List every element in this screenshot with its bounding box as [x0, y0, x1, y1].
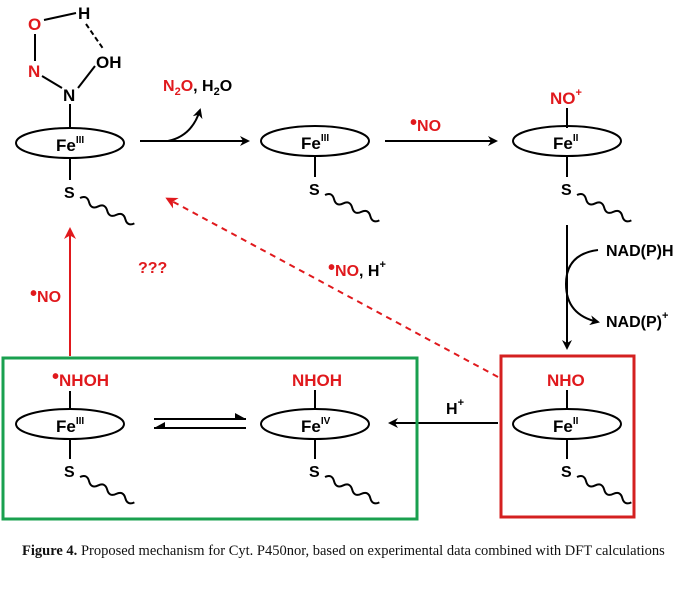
- fe-label: FeIV: [301, 416, 331, 436]
- bond-n-oh: [77, 65, 96, 89]
- cysteine-wavy-line: [324, 193, 380, 223]
- highlight-box-green: [1, 356, 419, 521]
- equilibrium-arrows: [154, 413, 246, 429]
- species-top-right: NO+ FeII S: [512, 87, 632, 223]
- no-plus-ligand: NO+: [550, 87, 582, 108]
- dashed-arrow-red: [165, 197, 499, 378]
- nadp-label: NAD(P)+: [606, 310, 668, 331]
- species-top-left: O H N OH N FeIII S: [15, 4, 135, 226]
- curved-arrow: [564, 249, 600, 326]
- arrow-protonation: H+: [388, 397, 498, 428]
- bond-o-h: [43, 12, 77, 21]
- n-red-atom: N: [28, 62, 40, 81]
- cysteine-wavy-line: [79, 475, 135, 505]
- oh-group: OH: [96, 53, 122, 72]
- s-label: S: [309, 182, 320, 199]
- unknown-pathway-label: ???: [138, 260, 167, 277]
- caption-label: Figure 4.: [22, 543, 78, 559]
- nadph-label: NAD(P)H: [606, 243, 674, 260]
- species-bottom-middle: NHOH FeIV S: [260, 371, 380, 505]
- s-label: S: [64, 464, 75, 481]
- no-radical-label: •NO: [30, 283, 61, 306]
- fe-label: FeII: [553, 133, 579, 153]
- n2o-h2o-label: N2O, H2O: [163, 78, 232, 98]
- h-plus-label: H+: [446, 397, 464, 418]
- no-h-plus-label: •NO, H+: [328, 257, 386, 280]
- cysteine-wavy-line: [79, 196, 135, 226]
- no-radical-label: •NO: [410, 112, 441, 135]
- arrow-release-n2o: N2O, H2O: [140, 78, 250, 146]
- arrow-nadph-reduction: NAD(P)H NAD(P)+: [562, 225, 674, 350]
- nhoh-ligand: NHOH: [292, 371, 342, 390]
- fe-label: FeIII: [56, 135, 84, 155]
- arrow-no-left: •NO: [30, 227, 76, 356]
- fe-label: FeIII: [301, 133, 329, 153]
- fe-label: FeIII: [56, 416, 84, 436]
- n-black-atom: N: [63, 86, 75, 105]
- highlight-box-red: [499, 354, 636, 519]
- bond-n-n: [41, 75, 63, 89]
- figure-caption: Figure 4. Proposed mechanism for Cyt. P4…: [22, 542, 672, 561]
- cysteine-wavy-line: [324, 475, 380, 505]
- hydrogen-bond: [85, 23, 105, 51]
- nhoh-radical-ligand: •NHOH: [52, 366, 109, 390]
- o-atom: O: [28, 15, 41, 34]
- species-bottom-right: NHO FeII S: [512, 371, 632, 505]
- arrow-add-no: •NO: [385, 112, 498, 146]
- arrow-no-dashed: •NO, H+: [165, 197, 499, 378]
- h-atom: H: [78, 4, 90, 23]
- fe-label: FeII: [553, 416, 579, 436]
- s-label: S: [561, 182, 572, 199]
- s-label: S: [309, 464, 320, 481]
- species-top-middle: FeIII S: [260, 125, 380, 223]
- caption-text: Proposed mechanism for Cyt. P450nor, bas…: [77, 543, 665, 559]
- cysteine-wavy-line: [576, 193, 632, 223]
- s-label: S: [64, 185, 75, 202]
- species-bottom-left: •NHOH FeIII S: [15, 366, 135, 505]
- cysteine-wavy-line: [576, 475, 632, 505]
- s-label: S: [561, 464, 572, 481]
- nho-ligand: NHO: [547, 371, 585, 390]
- curved-arrow: [167, 108, 203, 142]
